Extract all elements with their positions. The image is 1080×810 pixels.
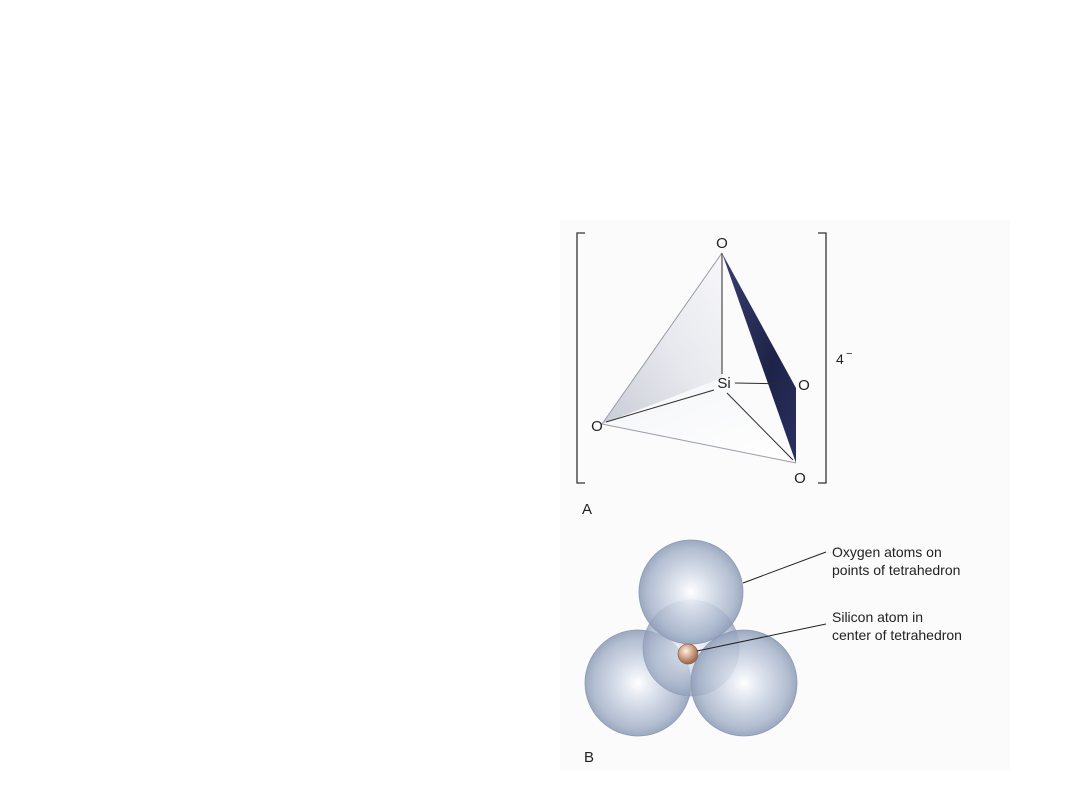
silicon-callout-line1: Silicon atom in [832,609,923,625]
bond-si-bottom [726,392,794,461]
silicon-atom [677,643,699,665]
label-right-oxygen: O [798,377,810,394]
edge-top-left [601,252,723,425]
label-left-oxygen: O [591,418,603,435]
panel-b: Oxygen atoms on points of tetrahedron Si… [584,539,962,766]
panel-a-letter: A [582,501,592,518]
bond-si-right [734,382,792,385]
oxygen-sphere-right [690,629,798,737]
panel-a: O O O O Si 4 − A [576,232,852,518]
right-bracket [818,232,827,484]
silicon-callout-line [696,623,827,652]
tetrahedron-dark-face [722,253,796,463]
panel-b-letter: B [584,749,594,766]
oxygen-sphere-top [638,539,744,645]
label-silicon: Si [717,375,730,392]
oxygen-callout-line2: points of tetrahedron [832,562,960,578]
label-bottom-oxygen: O [794,470,806,487]
oxygen-callout-line1: Oxygen atoms on [832,544,942,560]
oxygen-callout-line [742,551,827,584]
charge-value: 4 [836,351,844,367]
charge-sign: − [846,348,852,360]
bond-si-left [605,389,715,423]
edge-left-bottom [601,423,797,464]
tetrahedron-bottom-face [602,378,796,463]
silicon-callout-line2: center of tetrahedron [832,627,962,643]
label-top-oxygen: O [716,235,728,252]
left-bracket [576,232,585,484]
